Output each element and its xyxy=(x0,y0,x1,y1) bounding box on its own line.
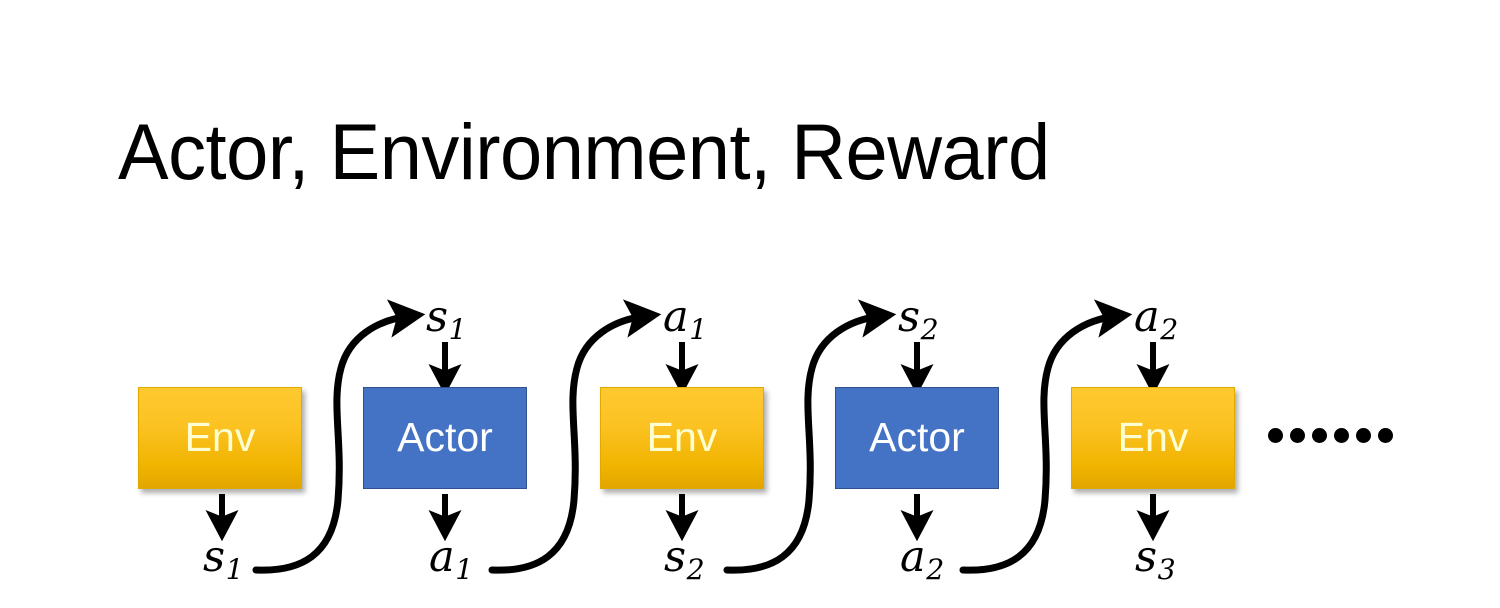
top-label-s1-base: s xyxy=(426,292,449,342)
top-label-a2-base: a xyxy=(1134,292,1160,342)
node-actor-1[interactable]: Actor xyxy=(363,387,527,489)
bottom-label-s3-sub: 3 xyxy=(1157,552,1176,586)
node-env-3[interactable]: Env xyxy=(1071,387,1235,489)
top-label-a2-sub: 2 xyxy=(1160,312,1179,346)
ellipsis-dot xyxy=(1268,428,1283,443)
page-title: Actor, Environment, Reward xyxy=(118,107,1050,196)
curve-s2-feedback xyxy=(723,299,897,574)
top-label-a1: a1 xyxy=(663,296,707,344)
node-actor-1-label: Actor xyxy=(397,413,493,460)
ellipsis-indicator xyxy=(1268,428,1393,443)
bottom-label-a2-sub: 2 xyxy=(926,552,945,586)
bottom-label-s2-base: s xyxy=(664,532,687,582)
node-env-1[interactable]: Env xyxy=(138,387,302,489)
ellipsis-dot xyxy=(1312,428,1327,443)
bottom-label-s1-base: s xyxy=(203,532,226,582)
node-actor-2-label: Actor xyxy=(869,413,965,460)
top-label-s2-sub: 2 xyxy=(920,312,939,346)
top-label-s1-sub: 1 xyxy=(448,312,467,346)
top-label-s2-base: s xyxy=(898,292,921,342)
bottom-label-a2-base: a xyxy=(900,532,926,582)
ellipsis-dot xyxy=(1334,428,1349,443)
ellipsis-dot xyxy=(1378,428,1393,443)
node-env-1-label: Env xyxy=(184,413,256,460)
node-env-2[interactable]: Env xyxy=(600,387,764,489)
top-label-s1: s1 xyxy=(426,296,467,344)
bottom-label-s2-sub: 2 xyxy=(686,552,705,586)
bottom-label-a2: a2 xyxy=(900,536,944,584)
curve-s1-feedback xyxy=(252,299,426,574)
bottom-label-s1: s1 xyxy=(203,536,244,584)
node-env-3-label: Env xyxy=(1117,413,1189,460)
node-env-2-label: Env xyxy=(646,413,718,460)
node-actor-2[interactable]: Actor xyxy=(835,387,999,489)
ellipsis-dot xyxy=(1290,428,1305,443)
top-label-a2: a2 xyxy=(1134,296,1178,344)
bottom-label-a1-base: a xyxy=(429,532,455,582)
bottom-label-a1-sub: 1 xyxy=(455,552,474,586)
bottom-label-a1: a1 xyxy=(429,536,473,584)
top-label-s2: s2 xyxy=(898,296,939,344)
ellipsis-dot xyxy=(1356,428,1371,443)
top-label-a1-sub: 1 xyxy=(689,312,708,346)
curve-a1-feedback xyxy=(488,299,662,574)
bottom-label-s3-base: s xyxy=(1135,532,1158,582)
top-label-a1-base: a xyxy=(663,292,689,342)
bottom-label-s2: s2 xyxy=(664,536,705,584)
bottom-label-s3: s3 xyxy=(1135,536,1176,584)
bottom-label-s1-sub: 1 xyxy=(225,552,244,586)
curve-a2-feedback xyxy=(959,299,1133,574)
